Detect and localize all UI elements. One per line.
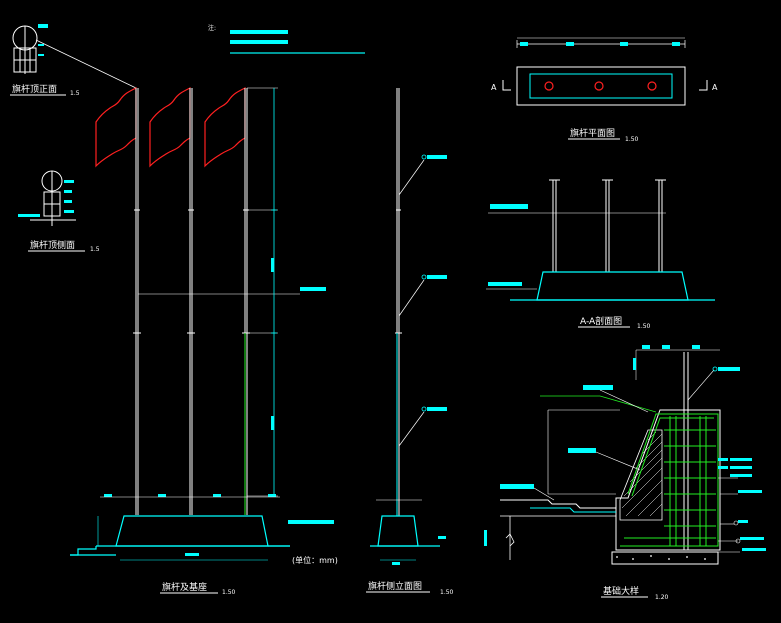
plan-pole-hole-1 xyxy=(544,81,554,91)
section-label-left: A xyxy=(491,83,497,92)
unit-label: (单位：mm) xyxy=(292,555,338,565)
side-base xyxy=(370,499,440,561)
ground-steps xyxy=(70,546,97,556)
flag-middle xyxy=(149,87,191,168)
foundation-detail xyxy=(484,345,766,565)
poles xyxy=(133,87,300,515)
plan-pole-hole-2 xyxy=(594,81,604,91)
pole-dims xyxy=(271,88,277,496)
top-side-detail xyxy=(30,170,76,226)
top-front-detail xyxy=(12,25,137,89)
plan-outer xyxy=(516,66,686,106)
note-line-1 xyxy=(230,30,288,34)
flag-left xyxy=(95,87,137,168)
section-label-right: A xyxy=(712,83,718,92)
title-pole-base: 旗杆及基座 xyxy=(162,581,207,593)
scale-side-elevation: 1.50 xyxy=(440,589,454,596)
aa-section xyxy=(488,179,666,272)
plan-view xyxy=(502,37,708,106)
side-callouts xyxy=(421,154,447,412)
flag-right xyxy=(204,87,246,168)
top-front-dims xyxy=(38,24,48,56)
note-line-3 xyxy=(230,52,365,54)
title-top-front: 旗杆顶正面 xyxy=(12,83,57,95)
hatch-lines xyxy=(621,431,663,517)
scale-pole-base: 1.50 xyxy=(222,589,236,596)
plan-inner xyxy=(529,73,673,99)
scale-top-side: 1.5 xyxy=(90,246,100,253)
pole-base xyxy=(70,515,290,561)
foundation-callouts xyxy=(718,458,766,551)
leader-to-pole xyxy=(35,39,137,89)
title-side-elevation: 旗杆侧立面图 xyxy=(368,580,422,592)
top-side-dims xyxy=(18,180,74,217)
scale-top-front: 1.5 xyxy=(70,90,80,97)
title-top-side: 旗杆顶侧面 xyxy=(30,239,75,251)
hatch-zone xyxy=(619,429,663,521)
foundation-footing xyxy=(611,551,719,565)
rebar-cage xyxy=(540,395,719,547)
scale-foundation: 1.20 xyxy=(655,594,669,601)
title-section: A-A剖面图 xyxy=(580,315,622,327)
section-mark-right xyxy=(699,80,708,91)
flags xyxy=(95,87,246,168)
section-mark-left xyxy=(502,80,511,91)
foundation-wall xyxy=(615,409,721,551)
scale-plan: 1.50 xyxy=(625,136,639,143)
note-line-2 xyxy=(230,40,288,44)
note-heading: 注: xyxy=(208,24,216,32)
title-foundation: 基础大样 xyxy=(603,585,639,597)
title-plan: 旗杆平面图 xyxy=(570,127,615,139)
scale-section: 1.50 xyxy=(637,323,651,330)
paving-layers xyxy=(500,499,616,509)
plan-pole-hole-3 xyxy=(647,81,657,91)
side-elevation xyxy=(395,88,425,516)
